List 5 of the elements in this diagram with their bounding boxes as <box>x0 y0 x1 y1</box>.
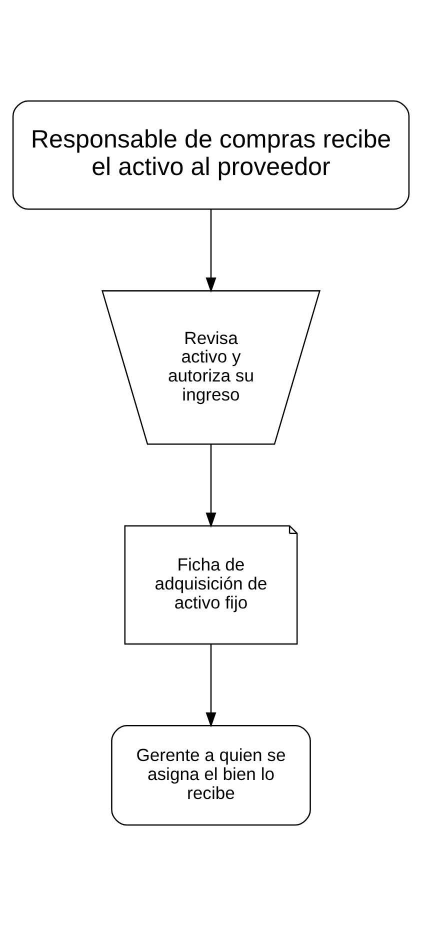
arrow <box>206 209 216 293</box>
arrow <box>206 444 216 528</box>
arrow <box>206 644 216 728</box>
node-box: Gerente a quien se asigna el bien lo recibe <box>111 725 311 826</box>
node-box: Responsable de compras recibe el activo al proveedor <box>12 100 410 210</box>
